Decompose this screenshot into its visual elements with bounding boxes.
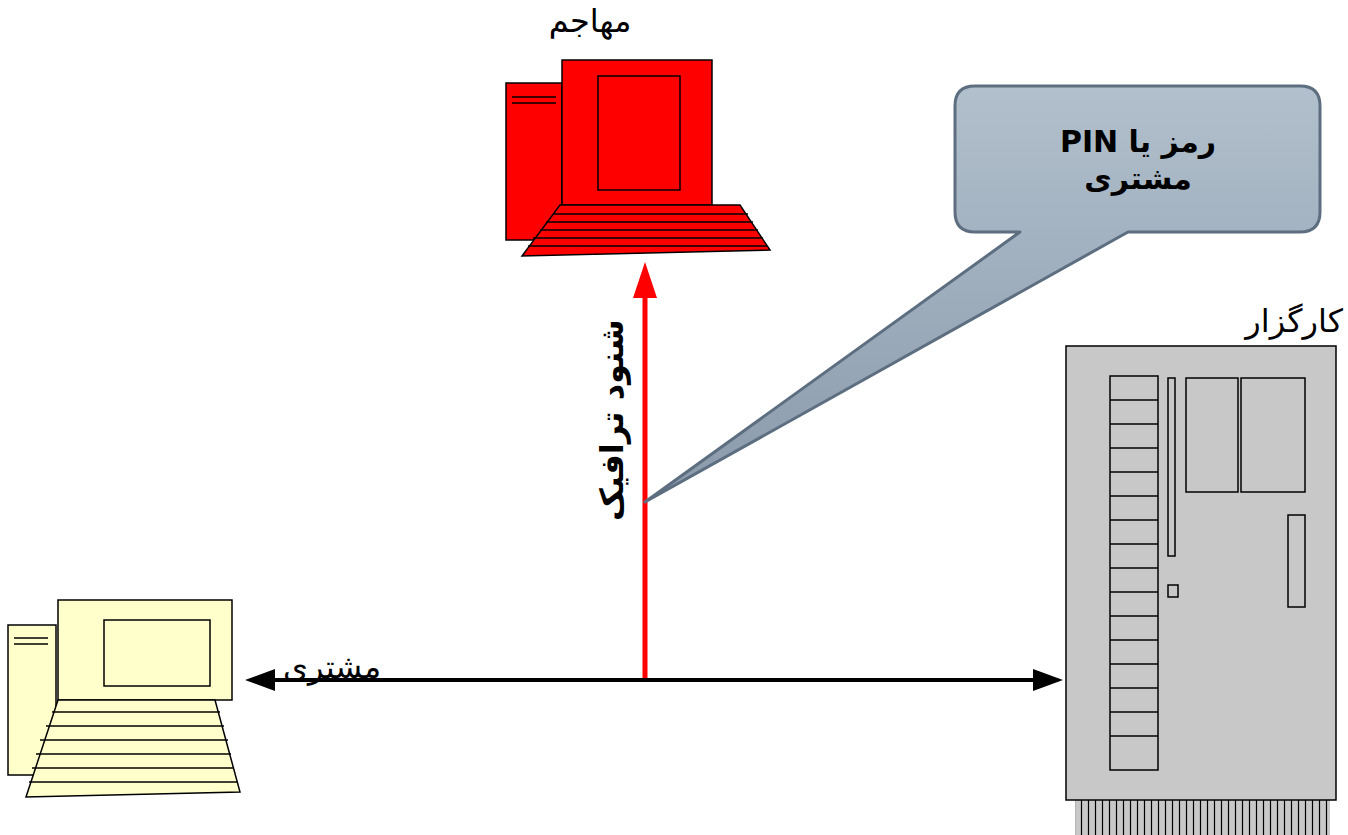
computer-label: مشتری [283,648,381,686]
customer-node: مشتری [5,600,243,800]
server-cabinet [1066,346,1336,835]
customer-computer [8,600,240,797]
arrow-label: شنود ترافیک [593,319,631,521]
attacker-computer [506,60,770,256]
computer-label: مهاجم [549,2,632,40]
callout-bubble [645,86,1320,502]
callout-text: رمز یا PIN مشتری [1033,123,1243,198]
computer-label: کارگزار [1245,302,1343,340]
attacker-node: مهاجم [505,58,772,258]
server-node: کارگزار [1065,345,1337,835]
sniffing-arrow [633,262,657,678]
callout-node: رمز یا PIN مشتری [958,90,1318,230]
